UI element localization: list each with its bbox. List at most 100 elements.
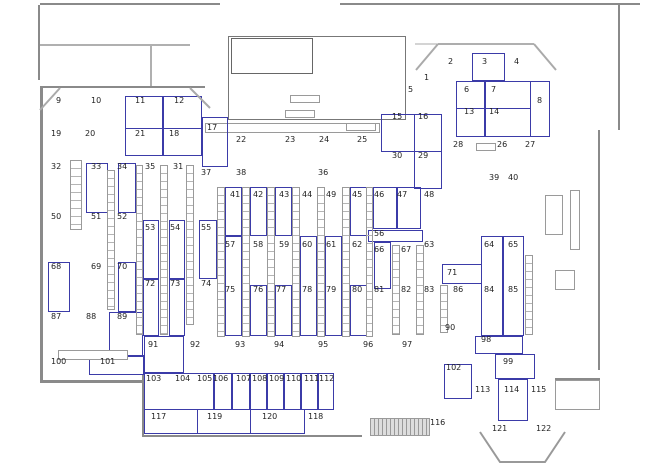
zone-72 — [143, 278, 159, 336]
zone-label-50: 50 — [51, 212, 62, 221]
zone-91 — [144, 336, 184, 373]
zone-label-59: 59 — [279, 240, 290, 249]
zone-label-114: 114 — [504, 385, 520, 394]
zone-label-40: 40 — [508, 173, 519, 182]
zone-label-21: 21 — [135, 129, 146, 138]
zone-label-55: 55 — [201, 223, 212, 232]
zone-label-75: 75 — [225, 285, 236, 294]
zone-label-43: 43 — [279, 190, 290, 199]
zone-label-48: 48 — [424, 190, 435, 199]
zone-57-75 — [225, 236, 242, 336]
zone-label-115: 115 — [531, 385, 547, 394]
left-outer-wall — [38, 5, 40, 80]
zone-label-111: 111 — [304, 374, 320, 383]
lobby-counter — [346, 123, 376, 131]
zone-label-29: 29 — [418, 151, 429, 160]
zone-55 — [199, 220, 217, 279]
back-room-wall — [40, 44, 190, 46]
top-boundary-wall-left — [40, 3, 220, 5]
zone-label-69: 69 — [91, 262, 102, 271]
zone-53 — [143, 220, 159, 280]
zone-label-96: 96 — [363, 340, 374, 349]
checkout-counter — [58, 350, 128, 360]
zone-label-105: 105 — [197, 374, 213, 383]
zone-43 — [275, 187, 292, 236]
zone-label-63: 63 — [424, 240, 435, 249]
zone-label-24: 24 — [319, 135, 330, 144]
zone-47-divider — [396, 187, 398, 229]
zone-17 — [202, 117, 228, 167]
main-left-wall — [40, 86, 43, 383]
shelf-a5 — [317, 187, 325, 337]
zone-label-19: 19 — [51, 129, 62, 138]
zone-61 — [325, 236, 342, 336]
shelf-a1 — [217, 187, 225, 337]
zone-label-93: 93 — [235, 340, 246, 349]
zone-label-119: 119 — [207, 412, 223, 421]
zone-label-30: 30 — [392, 151, 403, 160]
zone-label-101: 101 — [100, 357, 116, 366]
zone-label-57: 57 — [225, 240, 236, 249]
zone-110-divider — [300, 373, 302, 410]
zone-label-64: 64 — [484, 240, 495, 249]
zone-label-66: 66 — [374, 245, 385, 254]
shelf-a4 — [292, 187, 300, 337]
zone-label-51: 51 — [91, 212, 102, 221]
shelf-a7 — [366, 187, 373, 337]
zone-label-2: 2 — [448, 57, 454, 66]
zone-label-102: 102 — [446, 363, 462, 372]
zone-label-60: 60 — [302, 240, 313, 249]
zone-99 — [495, 354, 535, 379]
zone-label-41: 41 — [230, 190, 241, 199]
zone-label-42: 42 — [253, 190, 264, 199]
zone-label-86: 86 — [453, 285, 464, 294]
zone-73 — [169, 278, 185, 336]
right-main-wall — [598, 130, 600, 370]
zone-label-53: 53 — [145, 223, 156, 232]
zone-120 — [250, 409, 305, 434]
zone-111-divider — [317, 373, 319, 410]
zone-label-103: 103 — [146, 374, 162, 383]
zone-label-58: 58 — [253, 240, 264, 249]
zone-label-10: 10 — [91, 96, 102, 105]
zone-label-68: 68 — [51, 262, 62, 271]
zone-label-45: 45 — [352, 190, 363, 199]
zone-102 — [444, 364, 472, 399]
bottom-wing-left-wall — [142, 375, 144, 437]
shelf-a10 — [440, 285, 448, 333]
shelf-left-3 — [136, 165, 143, 335]
zone-label-54: 54 — [170, 223, 181, 232]
zone-107-divider — [249, 373, 251, 410]
zone-label-121: 121 — [492, 424, 508, 433]
zone-label-77: 77 — [276, 285, 287, 294]
zone-label-71: 71 — [447, 268, 458, 277]
zone-label-82: 82 — [401, 285, 412, 294]
back-room-divider — [150, 44, 152, 86]
zone-label-17: 17 — [207, 123, 218, 132]
deli-unit-3 — [555, 270, 575, 290]
zone-label-90: 90 — [445, 323, 456, 332]
zone-29 — [414, 151, 442, 189]
zone-label-37: 37 — [201, 168, 212, 177]
zone-label-26: 26 — [497, 140, 508, 149]
zone-label-31: 31 — [173, 162, 184, 171]
zone-label-27: 27 — [525, 140, 536, 149]
zone-label-122: 122 — [536, 424, 552, 433]
back-office-table — [285, 110, 315, 118]
deli-unit-1 — [545, 195, 563, 235]
zone-label-36: 36 — [318, 168, 329, 177]
front-counter-strip — [205, 123, 380, 133]
pharmacy-angled-top — [438, 43, 534, 45]
zone-8 — [530, 81, 550, 137]
zone-label-117: 117 — [151, 412, 167, 421]
shelf-a2 — [242, 187, 250, 337]
zone-label-22: 22 — [236, 135, 247, 144]
zone-label-89: 89 — [117, 312, 128, 321]
zone-41 — [225, 187, 242, 236]
zone-60 — [300, 236, 317, 336]
zone-label-107: 107 — [236, 374, 252, 383]
pharmacy-table — [476, 143, 496, 151]
zone-label-120: 120 — [262, 412, 278, 421]
zone-42 — [250, 187, 267, 236]
